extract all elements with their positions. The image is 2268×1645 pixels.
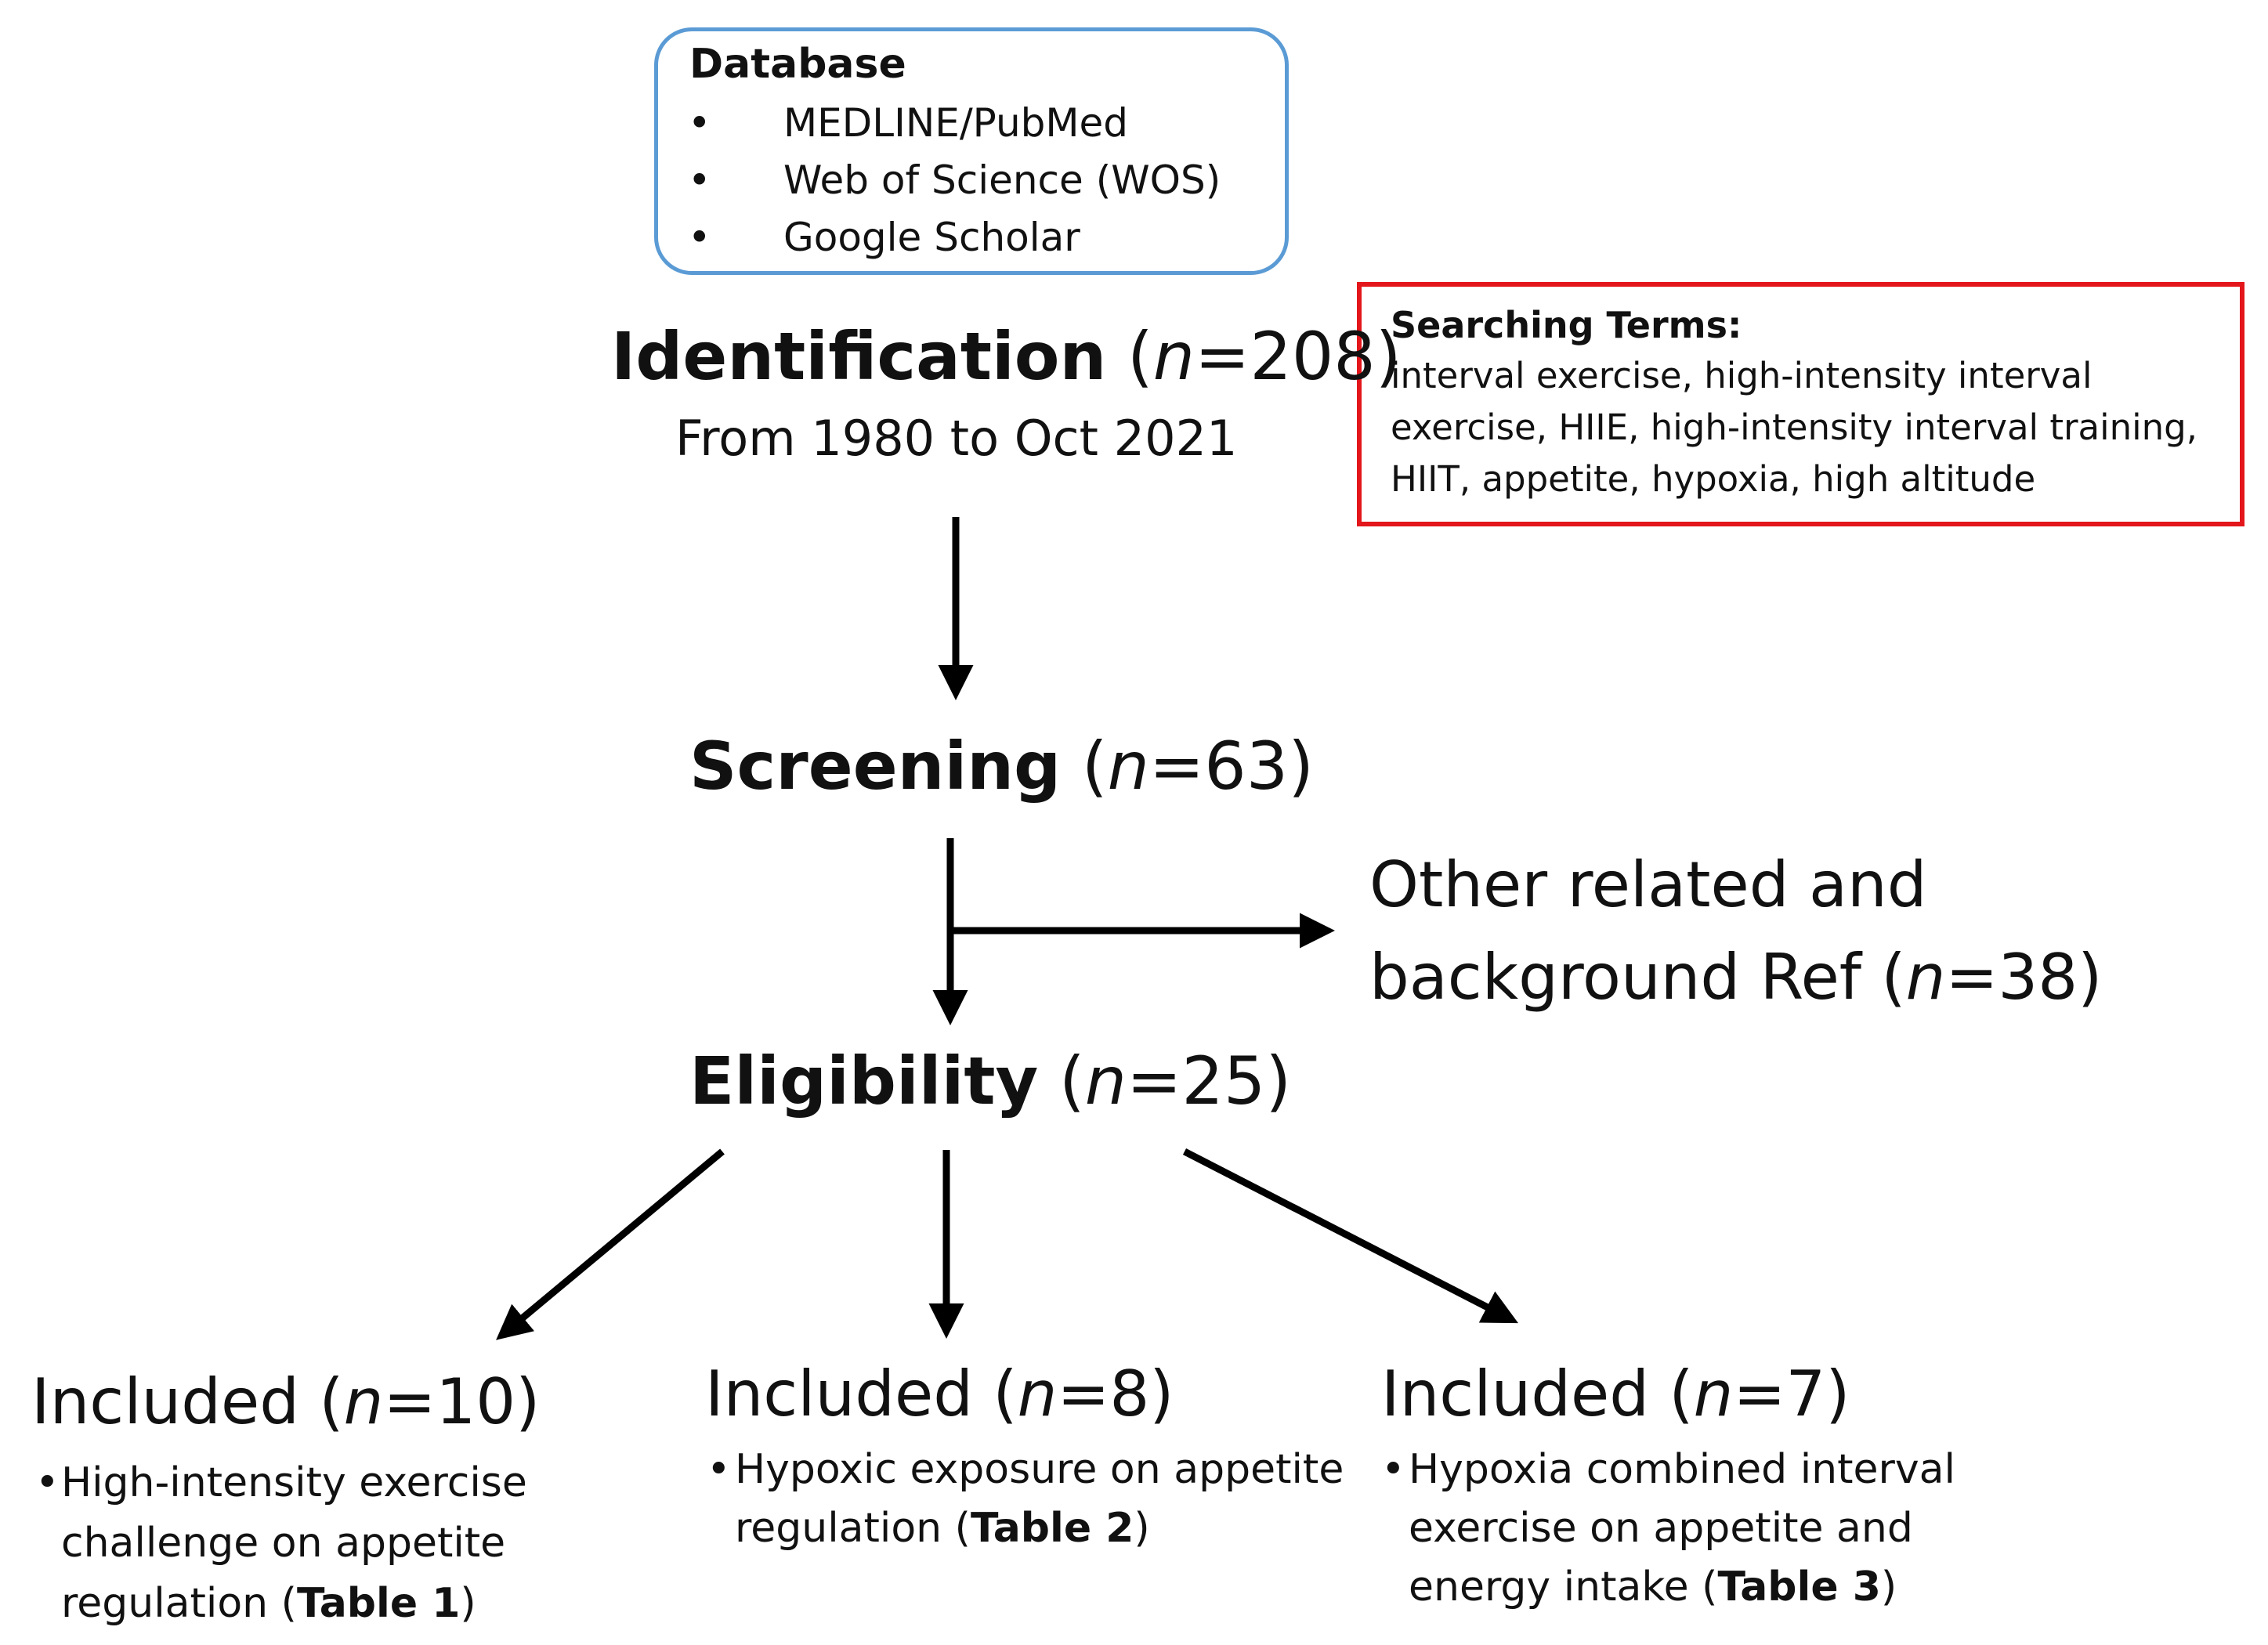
other-refs-line2: background Ref (n=38)	[1369, 938, 2102, 1017]
identification-n-var: n	[1152, 318, 1195, 395]
included-2-line2: regulation (Table 2)	[735, 1499, 1150, 1558]
search-terms-box	[1357, 282, 2244, 526]
database-title: Database	[689, 41, 906, 88]
database-bullet: •	[688, 215, 711, 260]
search-terms-line: exercise, HIIE, high-intensity interval …	[1391, 407, 2197, 448]
search-terms-line: interval exercise, high-intensity interv…	[1391, 355, 2093, 396]
database-item-wos: Web of Science (WOS)	[783, 157, 1221, 203]
included-1-bullet: •	[35, 1459, 60, 1506]
identification-heading: Identification (n=208)	[611, 317, 1402, 396]
included-2-n-var: n	[1017, 1358, 1058, 1430]
identification-label: Identification	[611, 318, 1107, 395]
included-3-close: )	[1880, 1564, 1897, 1611]
included-1-table-ref: Table 1	[296, 1580, 461, 1627]
included-3-table-ref: Table 3	[1717, 1564, 1881, 1611]
included-1-line1: High-intensity exercise	[61, 1459, 527, 1506]
screening-n-value: =63)	[1148, 728, 1314, 804]
included-3-n-value: =7)	[1733, 1358, 1850, 1430]
included-3-bullet: •	[1381, 1446, 1405, 1493]
database-box	[654, 27, 1289, 275]
database-item-medline: MEDLINE/PubMed	[783, 100, 1129, 146]
arrow-eligibility-to-included-1	[496, 1148, 725, 1340]
identification-n-open: (	[1127, 318, 1153, 395]
database-item-google-scholar: Google Scholar	[783, 215, 1080, 260]
eligibility-heading: Eligibility (n=25)	[689, 1042, 1291, 1120]
other-refs-n-var: n	[1905, 941, 1946, 1014]
included-2-line1: Hypoxic exposure on appetite	[735, 1446, 1344, 1493]
included-2-bullet: •	[707, 1446, 731, 1493]
included-3-line1: Hypoxia combined interval	[1409, 1446, 1955, 1493]
included-1-close: )	[460, 1580, 476, 1627]
arrow-eligibility-to-included-3	[1182, 1148, 1519, 1324]
eligibility-n-var: n	[1084, 1043, 1127, 1119]
database-bullet: •	[688, 157, 711, 203]
screening-n-var: n	[1107, 728, 1149, 804]
included-3-text: Included (	[1381, 1358, 1694, 1430]
included-1-title: Included (n=10)	[31, 1363, 540, 1441]
other-refs-n-value: =38)	[1945, 941, 2103, 1014]
screening-n-open: (	[1081, 728, 1108, 804]
identification-date-range: From 1980 to Oct 2021	[675, 410, 1238, 467]
included-1-text: Included (	[31, 1365, 344, 1438]
other-refs-line1: Other related and	[1369, 848, 1927, 921]
eligibility-n-open: (	[1059, 1043, 1085, 1119]
included-1-line2: challenge on appetite	[61, 1520, 506, 1567]
eligibility-n-value: =25)	[1127, 1043, 1292, 1119]
screening-heading: Screening (n=63)	[689, 727, 1314, 805]
screening-label: Screening	[689, 728, 1062, 804]
search-terms-title: Searching Terms:	[1391, 304, 1742, 346]
included-3-line2: exercise on appetite and	[1409, 1505, 1913, 1552]
included-3-n-var: n	[1693, 1358, 1734, 1430]
identification-n-value: =208)	[1195, 318, 1402, 395]
database-bullet: •	[688, 100, 711, 146]
included-3-line3: energy intake (Table 3)	[1409, 1557, 1897, 1617]
included-2-title: Included (n=8)	[705, 1355, 1174, 1434]
eligibility-label: Eligibility	[689, 1043, 1039, 1119]
included-2-line2-text: regulation (	[735, 1505, 971, 1552]
included-2-text: Included (	[705, 1358, 1018, 1430]
included-2-n-value: =8)	[1057, 1358, 1174, 1430]
included-3-line3-text: energy intake (	[1409, 1564, 1718, 1611]
search-terms-line: HIIT, appetite, hypoxia, high altitude	[1391, 458, 2036, 500]
included-1-line3-text: regulation (	[61, 1580, 297, 1627]
included-2-table-ref: Table 2	[970, 1505, 1134, 1552]
included-2-close: )	[1134, 1505, 1150, 1552]
other-refs-text: background Ref (	[1369, 941, 1906, 1014]
included-1-n-value: =10)	[383, 1365, 541, 1438]
included-1-n-var: n	[343, 1365, 384, 1438]
included-3-title: Included (n=7)	[1381, 1355, 1850, 1434]
included-1-line3: regulation (Table 1)	[61, 1574, 476, 1633]
